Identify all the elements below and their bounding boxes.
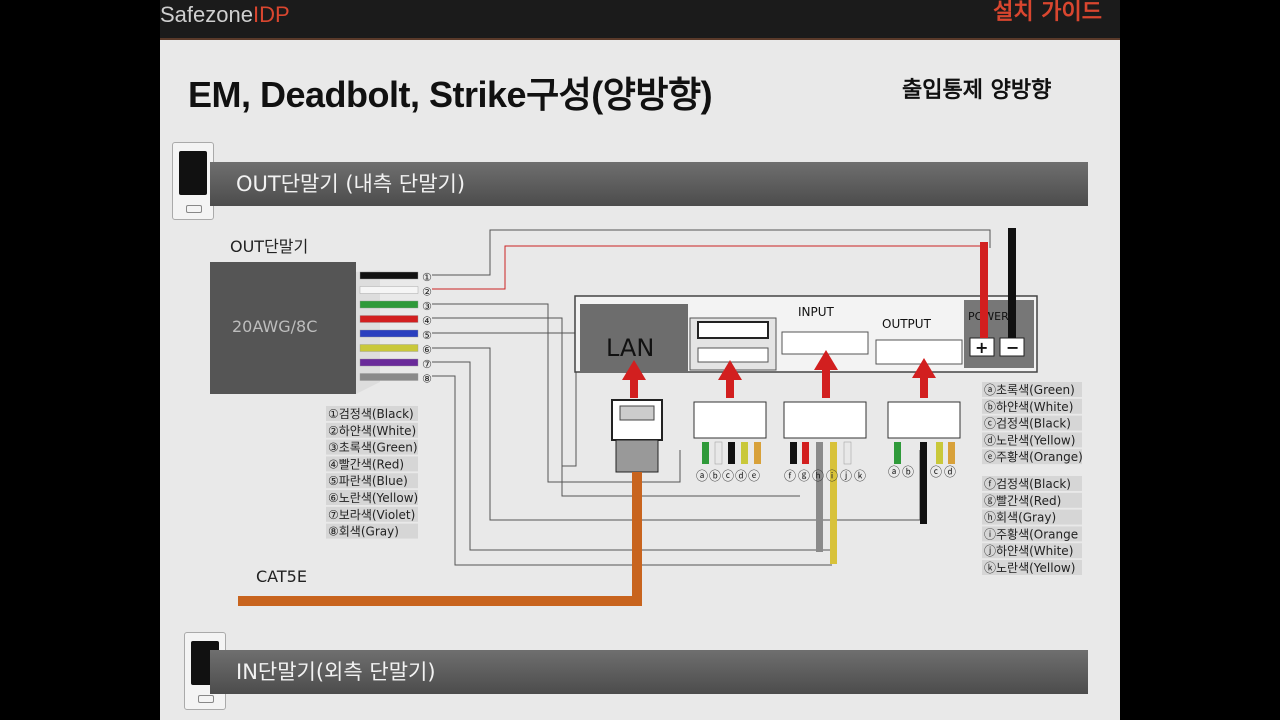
output-pin-label: ⓓ	[944, 465, 956, 479]
cable-legend-item: ①검정색(Black)	[328, 407, 414, 421]
pin-legend-item: ⓚ노란색(Yellow)	[984, 561, 1075, 575]
output-pin-label: ⓐ	[888, 465, 900, 479]
guide-label: 설치 가이드	[993, 0, 1102, 25]
slide: SafezoneIDP 설치 가이드 EM, Deadbolt, Strike구…	[160, 0, 1120, 720]
cable-wire	[359, 344, 419, 352]
cable-legend-item: ③초록색(Green)	[328, 441, 418, 455]
cable-legend-item: ⑧회색(Gray)	[328, 525, 399, 539]
rj45-plug-icon	[611, 399, 663, 602]
input-label: INPUT	[798, 305, 835, 319]
wire-number: ②	[422, 286, 432, 299]
cable-legend-item: ④빨간색(Red)	[328, 457, 404, 471]
cable-legend-item: ⑦보라색(Violet)	[328, 508, 415, 522]
cable-wire	[359, 286, 419, 294]
wire-number: ③	[422, 300, 432, 313]
brand-logo: SafezoneIDP	[160, 2, 290, 28]
wiring-diagram: OUT단말기 20AWG/8C ① ②③ ④⑤ ⑥⑦ ⑧ ①검정색(Black) ②하얀색…	[210, 228, 1083, 606]
pin-legend-item: ⓗ회색(Gray)	[984, 511, 1056, 525]
power-minus-sign: −	[1006, 338, 1019, 357]
cable-wire	[359, 271, 419, 280]
cable-wire	[359, 315, 419, 323]
pin-label: ⓒ	[722, 469, 734, 483]
wire-number: ⑥	[422, 344, 432, 357]
pin-label: ⓕ	[784, 469, 796, 483]
cable-legend-item: ⑤파란색(Blue)	[328, 474, 408, 488]
pin-legend-item: ⓓ노란색(Yellow)	[984, 433, 1075, 447]
pin-color-legend: ⓐ초록색(Green) ⓑ하얀색(White) ⓒ검정색(Black) ⓓ노란색(Ye…	[982, 382, 1083, 575]
pin-label: ⓐ	[696, 469, 708, 483]
pin-label: ⓑ	[709, 469, 721, 483]
wire-number: ①	[422, 271, 432, 284]
pin-legend-item: ⓒ검정색(Black)	[984, 417, 1071, 431]
wire-numbers: ① ②③ ④⑤ ⑥⑦ ⑧	[422, 271, 432, 386]
input-connector	[781, 331, 869, 355]
output-pin-label: ⓑ	[902, 465, 914, 479]
power-black-wire	[1008, 228, 1016, 338]
pin-label: ⓚ	[854, 469, 866, 483]
slide-subtitle: 출입통제 양방향	[902, 78, 1052, 103]
output-connector	[875, 339, 963, 365]
cat5e-cable-vertical	[632, 472, 642, 602]
pin-legend-item: ⓘ주황색(Orange	[984, 527, 1078, 541]
slide-title: EM, Deadbolt, Strike구성(양방향)	[188, 74, 713, 115]
cable-block	[210, 262, 356, 394]
wire-number: ⑤	[422, 329, 432, 342]
pin-label: ⓗ	[812, 469, 824, 483]
routing-lines	[432, 229, 991, 566]
pin-label: ⓙ	[840, 469, 852, 483]
pin-legend-item: ⓔ주황색(Orange)	[984, 450, 1083, 464]
connector-a-e	[693, 401, 767, 439]
cable-wire	[359, 358, 419, 367]
brand-prefix: Safezone	[160, 2, 253, 27]
top-bar: SafezoneIDP 설치 가이드	[160, 0, 1120, 40]
cable-legend-item: ②하얀색(White)	[328, 424, 416, 438]
power-block	[964, 300, 1034, 368]
cable-legend-item: ⑥노란색(Yellow)	[328, 491, 418, 505]
in-section-header: IN단말기(외측 단말기)	[210, 650, 1088, 694]
cat5e-label: CAT5E	[256, 567, 307, 586]
pin-legend-item: ⓖ빨간색(Red)	[984, 494, 1061, 508]
wire-number: ⑦	[422, 358, 432, 371]
power-red-wire	[980, 242, 988, 338]
pin-legend-item: ⓐ초록색(Green)	[984, 383, 1075, 397]
cable-color-legend: ①검정색(Black) ②하얀색(White) ③초록색(Green) ④빨간색(Re…	[326, 406, 418, 539]
out-section-header: OUT단말기 (내측 단말기)	[210, 162, 1088, 206]
pin-legend-item: ⓕ검정색(Black)	[984, 477, 1071, 491]
wire-number: ④	[422, 315, 432, 328]
pin-label: ⓖ	[798, 469, 810, 483]
cable-wire	[359, 373, 419, 381]
cable-wire	[359, 300, 419, 309]
pin-legend-item: ⓙ하얀색(White)	[984, 544, 1073, 558]
pin-label: ⓔ	[748, 469, 760, 483]
output-pin-label: ⓒ	[930, 465, 942, 479]
cable-wires	[359, 271, 419, 381]
connector-wires	[702, 441, 955, 564]
cable-wire	[359, 329, 419, 338]
brand-suffix: IDP	[252, 2, 290, 27]
out-terminal-icon	[172, 142, 214, 220]
power-label: POWER	[968, 310, 1009, 323]
pin-label: ⓘ	[826, 469, 838, 483]
pin-legend-item: ⓑ하얀색(White)	[984, 400, 1073, 414]
output-label: OUTPUT	[882, 317, 932, 331]
pin-label: ⓓ	[735, 469, 747, 483]
connector-f-k	[783, 401, 867, 439]
wire-number: ⑧	[422, 373, 432, 386]
power-plus-sign: +	[975, 338, 988, 357]
cat5e-cable	[238, 596, 642, 606]
cable-title: OUT단말기	[230, 237, 308, 256]
lan-label: LAN	[606, 334, 654, 362]
cable-spec: 20AWG/8C	[232, 317, 317, 336]
output-connector-plug	[887, 401, 961, 439]
connection-arrows	[622, 350, 936, 398]
